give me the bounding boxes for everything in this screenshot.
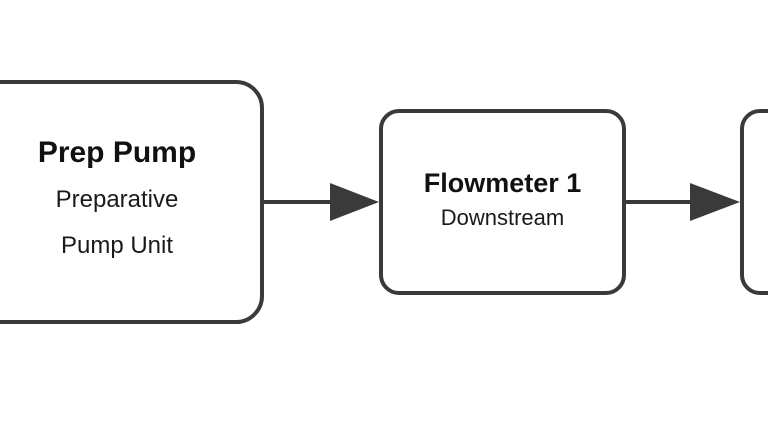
node-subtitle-line: Preparative xyxy=(55,186,179,213)
arrowhead-icon xyxy=(690,183,740,221)
edge-flowmeter-to-next xyxy=(626,183,740,221)
node-title: Flowmeter 1 xyxy=(423,168,582,198)
node-title: Prep Pump xyxy=(37,136,197,169)
edge-prep-to-flowmeter xyxy=(264,183,379,221)
node-subtitle: Preparative Pump Unit xyxy=(17,177,217,269)
node-subtitle-line: Downstream xyxy=(440,205,565,230)
node-prep-pump[interactable]: Prep Pump Preparative Pump Unit xyxy=(0,80,264,324)
arrowhead-icon xyxy=(330,183,379,221)
node-next-partial[interactable] xyxy=(740,109,768,295)
node-subtitle-line: Pump Unit xyxy=(60,232,174,259)
node-flowmeter-1[interactable]: Flowmeter 1 Downstream xyxy=(379,109,626,295)
